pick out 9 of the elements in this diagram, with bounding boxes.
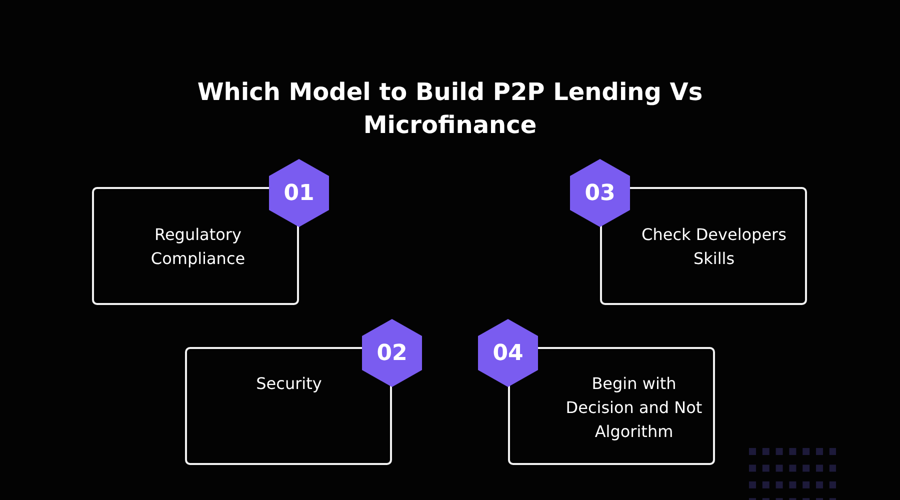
item-label: Begin with Decision and Not Algorithm: [564, 373, 704, 443]
item-label: Security: [255, 373, 323, 395]
step-number: 02: [376, 340, 408, 368]
step-number: 01: [282, 180, 316, 208]
item-label: Check Developers Skills: [640, 224, 788, 270]
title: Which Model to Build P2P Lending Vs Microfinance: [196, 77, 704, 141]
step-number: 03: [584, 180, 616, 208]
step-number: 04: [492, 340, 524, 368]
item-label: Regulatory Compliance: [150, 224, 246, 270]
